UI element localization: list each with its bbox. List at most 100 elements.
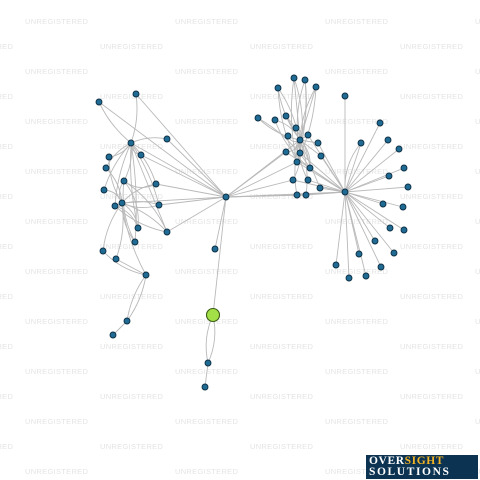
graph-node[interactable] (293, 158, 301, 166)
graph-node[interactable] (282, 148, 290, 156)
graph-node[interactable] (341, 92, 349, 100)
graph-node[interactable] (132, 90, 140, 98)
graph-node[interactable] (371, 237, 379, 245)
graph-node[interactable] (301, 76, 309, 84)
graph-node[interactable] (102, 164, 110, 172)
graph-node[interactable] (284, 132, 292, 140)
graph-node[interactable] (386, 224, 394, 232)
hub-node[interactable] (296, 136, 304, 144)
watermark-text: UNREGISTERED (475, 317, 480, 326)
graph-node[interactable] (204, 359, 212, 367)
graph-node[interactable] (316, 184, 324, 192)
graph-node[interactable] (384, 136, 392, 144)
edge-layer (98, 77, 409, 388)
graph-edge (344, 191, 382, 268)
graph-edge (344, 191, 367, 277)
graph-node[interactable] (302, 191, 310, 199)
graph-node[interactable] (99, 247, 107, 255)
watermark-text: UNREGISTERED (0, 292, 13, 301)
graph-node[interactable] (345, 274, 353, 282)
graph-node[interactable] (362, 272, 370, 280)
graph-node[interactable] (152, 180, 160, 188)
graph-edge (155, 183, 227, 198)
graph-node[interactable] (304, 131, 312, 139)
graph-edge (296, 79, 306, 154)
graph-node[interactable] (314, 139, 322, 147)
graph-node[interactable] (109, 331, 117, 339)
hub-node[interactable] (118, 199, 126, 207)
watermark-text: UNREGISTERED (0, 342, 13, 351)
hub-node[interactable] (341, 188, 349, 196)
watermark-text: UNREGISTERED (325, 367, 388, 376)
watermark-text: UNREGISTERED (100, 242, 163, 251)
graph-node[interactable] (385, 172, 393, 180)
graph-node[interactable] (211, 245, 219, 253)
graph-node[interactable] (290, 74, 298, 82)
watermark-text: UNREGISTERED (475, 217, 480, 226)
graph-node[interactable] (271, 116, 279, 124)
graph-node[interactable] (155, 201, 163, 209)
graph-node[interactable] (142, 271, 150, 279)
watermark-text: UNREGISTERED (400, 142, 463, 151)
graph-node[interactable] (332, 261, 340, 269)
hub-node[interactable] (222, 193, 230, 201)
graph-node[interactable] (357, 139, 365, 147)
graph-node[interactable] (390, 249, 398, 257)
graph-node[interactable] (134, 224, 142, 232)
graph-node[interactable] (282, 112, 290, 120)
graph-node[interactable] (105, 153, 113, 161)
graph-edge (257, 117, 301, 141)
watermark-text: UNREGISTERED (25, 167, 88, 176)
focus-node[interactable] (205, 307, 221, 323)
graph-node[interactable] (304, 176, 312, 184)
graph-node[interactable] (163, 228, 171, 236)
graph-node[interactable] (355, 250, 363, 258)
graph-node[interactable] (395, 145, 403, 153)
watermark-text: UNREGISTERED (175, 417, 238, 426)
graph-node[interactable] (163, 135, 171, 143)
graph-edge (344, 142, 362, 193)
graph-node[interactable] (293, 191, 301, 199)
graph-node[interactable] (254, 114, 262, 122)
hub-node[interactable] (127, 139, 135, 147)
graph-node[interactable] (317, 152, 325, 160)
watermark-text: UNREGISTERED (250, 242, 313, 251)
graph-edge (225, 194, 307, 198)
graph-node[interactable] (274, 84, 282, 92)
graph-node[interactable] (131, 238, 139, 246)
graph-node[interactable] (137, 151, 145, 159)
graph-node[interactable] (377, 263, 385, 271)
watermark-text: UNREGISTERED (400, 342, 463, 351)
graph-edge (317, 142, 346, 193)
watermark-text: UNREGISTERED (25, 317, 88, 326)
graph-node[interactable] (312, 83, 320, 91)
watermark-text: UNREGISTERED (325, 17, 388, 26)
graph-node[interactable] (201, 383, 209, 391)
graph-node[interactable] (111, 202, 119, 210)
graph-edge (344, 142, 362, 193)
graph-node[interactable] (292, 124, 300, 132)
graph-node[interactable] (400, 226, 408, 234)
graph-node[interactable] (112, 255, 120, 263)
graph-node[interactable] (400, 164, 408, 172)
graph-node[interactable] (100, 186, 108, 194)
graph-node[interactable] (306, 164, 314, 172)
graph-node[interactable] (123, 317, 131, 325)
logo-word-solutions: SOLUTIONS (369, 466, 451, 478)
graph-node[interactable] (120, 177, 128, 185)
watermark-text: UNREGISTERED (175, 67, 238, 76)
graph-node[interactable] (376, 119, 384, 127)
graph-node[interactable] (296, 149, 304, 157)
graph-node[interactable] (289, 176, 297, 184)
watermark-text: UNREGISTERED (25, 367, 88, 376)
graph-edge (103, 142, 132, 191)
watermark-text: UNREGISTERED (25, 67, 88, 76)
watermark-text: UNREGISTERED (100, 92, 163, 101)
graph-edge (126, 274, 147, 322)
graph-edge (130, 142, 227, 198)
graph-node[interactable] (404, 183, 412, 191)
graph-node[interactable] (95, 98, 103, 106)
graph-node[interactable] (379, 200, 387, 208)
watermark-text: UNREGISTERED (400, 292, 463, 301)
graph-node[interactable] (399, 203, 407, 211)
